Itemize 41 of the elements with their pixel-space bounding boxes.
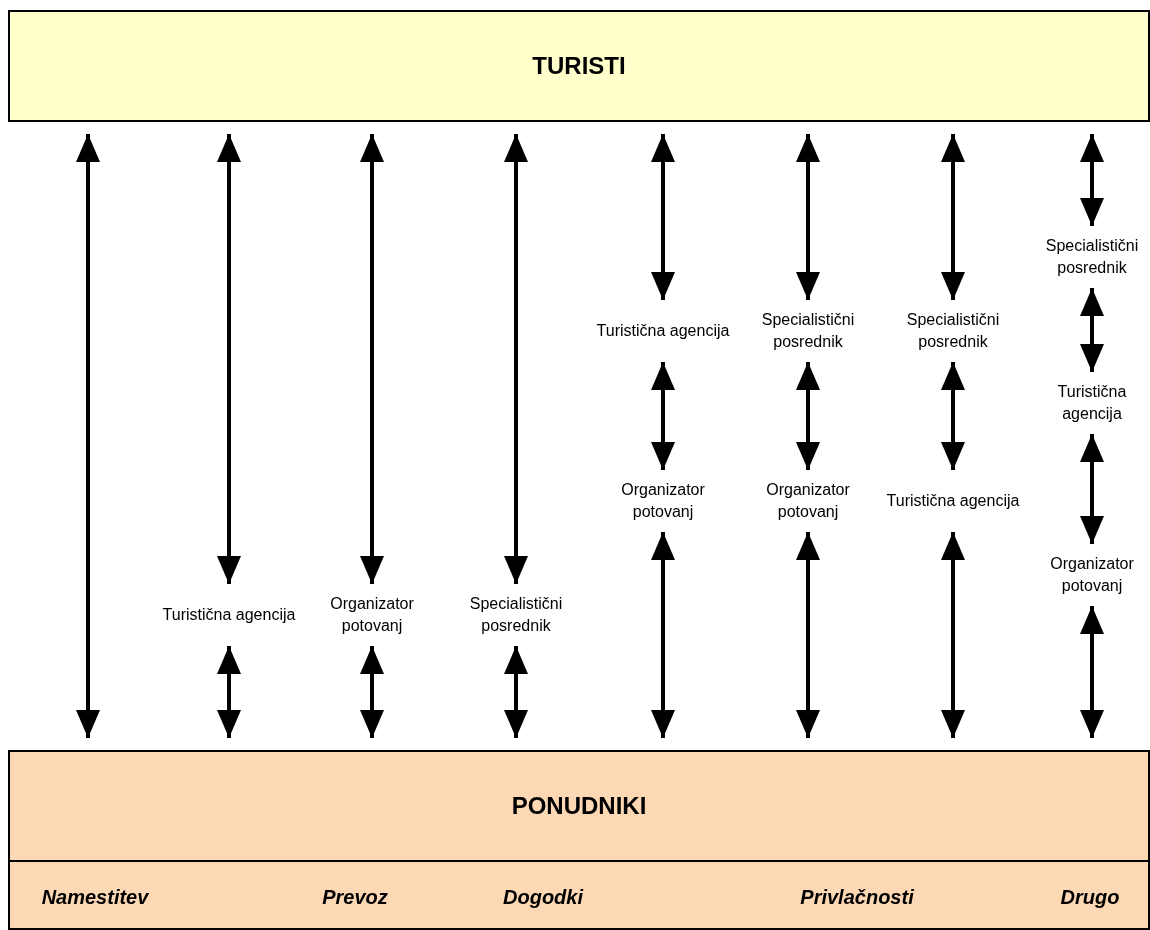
intermediary-label: Organizator potovanj [329, 594, 415, 636]
category-label: Privlačnosti [800, 885, 914, 910]
double-arrow [941, 134, 965, 300]
double-arrow [1080, 434, 1104, 544]
tourists-box [8, 10, 1150, 122]
intermediary-label: Turistična agencija [596, 321, 730, 341]
double-arrow [651, 362, 675, 470]
category-label: Dogodki [503, 885, 583, 910]
providers-box [8, 750, 1150, 930]
box-heading: TURISTI [532, 51, 626, 81]
intermediary-label: Specialistični posrednik [1044, 236, 1140, 278]
double-arrow [651, 134, 675, 300]
intermediary-label: Organizator potovanj [1049, 554, 1135, 596]
intermediary-label: Turistična agencija [1056, 382, 1128, 424]
intermediary-label: Organizator potovanj [765, 480, 851, 522]
double-arrow [941, 362, 965, 470]
double-arrow [1080, 288, 1104, 372]
box-heading: PONUDNIKI [511, 791, 647, 821]
double-arrow [796, 134, 820, 300]
intermediary-label: Specialistični posrednik [905, 310, 1001, 352]
intermediary-label: Turistična agencija [886, 491, 1020, 511]
double-arrow [360, 134, 384, 584]
double-arrow [651, 532, 675, 738]
category-label: Drugo [1060, 885, 1120, 910]
double-arrow [504, 134, 528, 584]
intermediary-label: Turistična agencija [162, 605, 296, 625]
double-arrow [76, 134, 100, 738]
intermediary-label: Specialistični posrednik [468, 594, 564, 636]
category-label: Prevoz [322, 885, 388, 910]
intermediary-label: Organizator potovanj [620, 480, 706, 522]
double-arrow [796, 532, 820, 738]
double-arrow [1080, 606, 1104, 738]
intermediary-label: Specialistični posrednik [760, 310, 856, 352]
double-arrow [1080, 134, 1104, 226]
double-arrow [217, 134, 241, 584]
double-arrow [217, 646, 241, 738]
double-arrow [360, 646, 384, 738]
double-arrow [941, 532, 965, 738]
double-arrow [504, 646, 528, 738]
double-arrow [796, 362, 820, 470]
category-label: Namestitev [41, 885, 149, 910]
